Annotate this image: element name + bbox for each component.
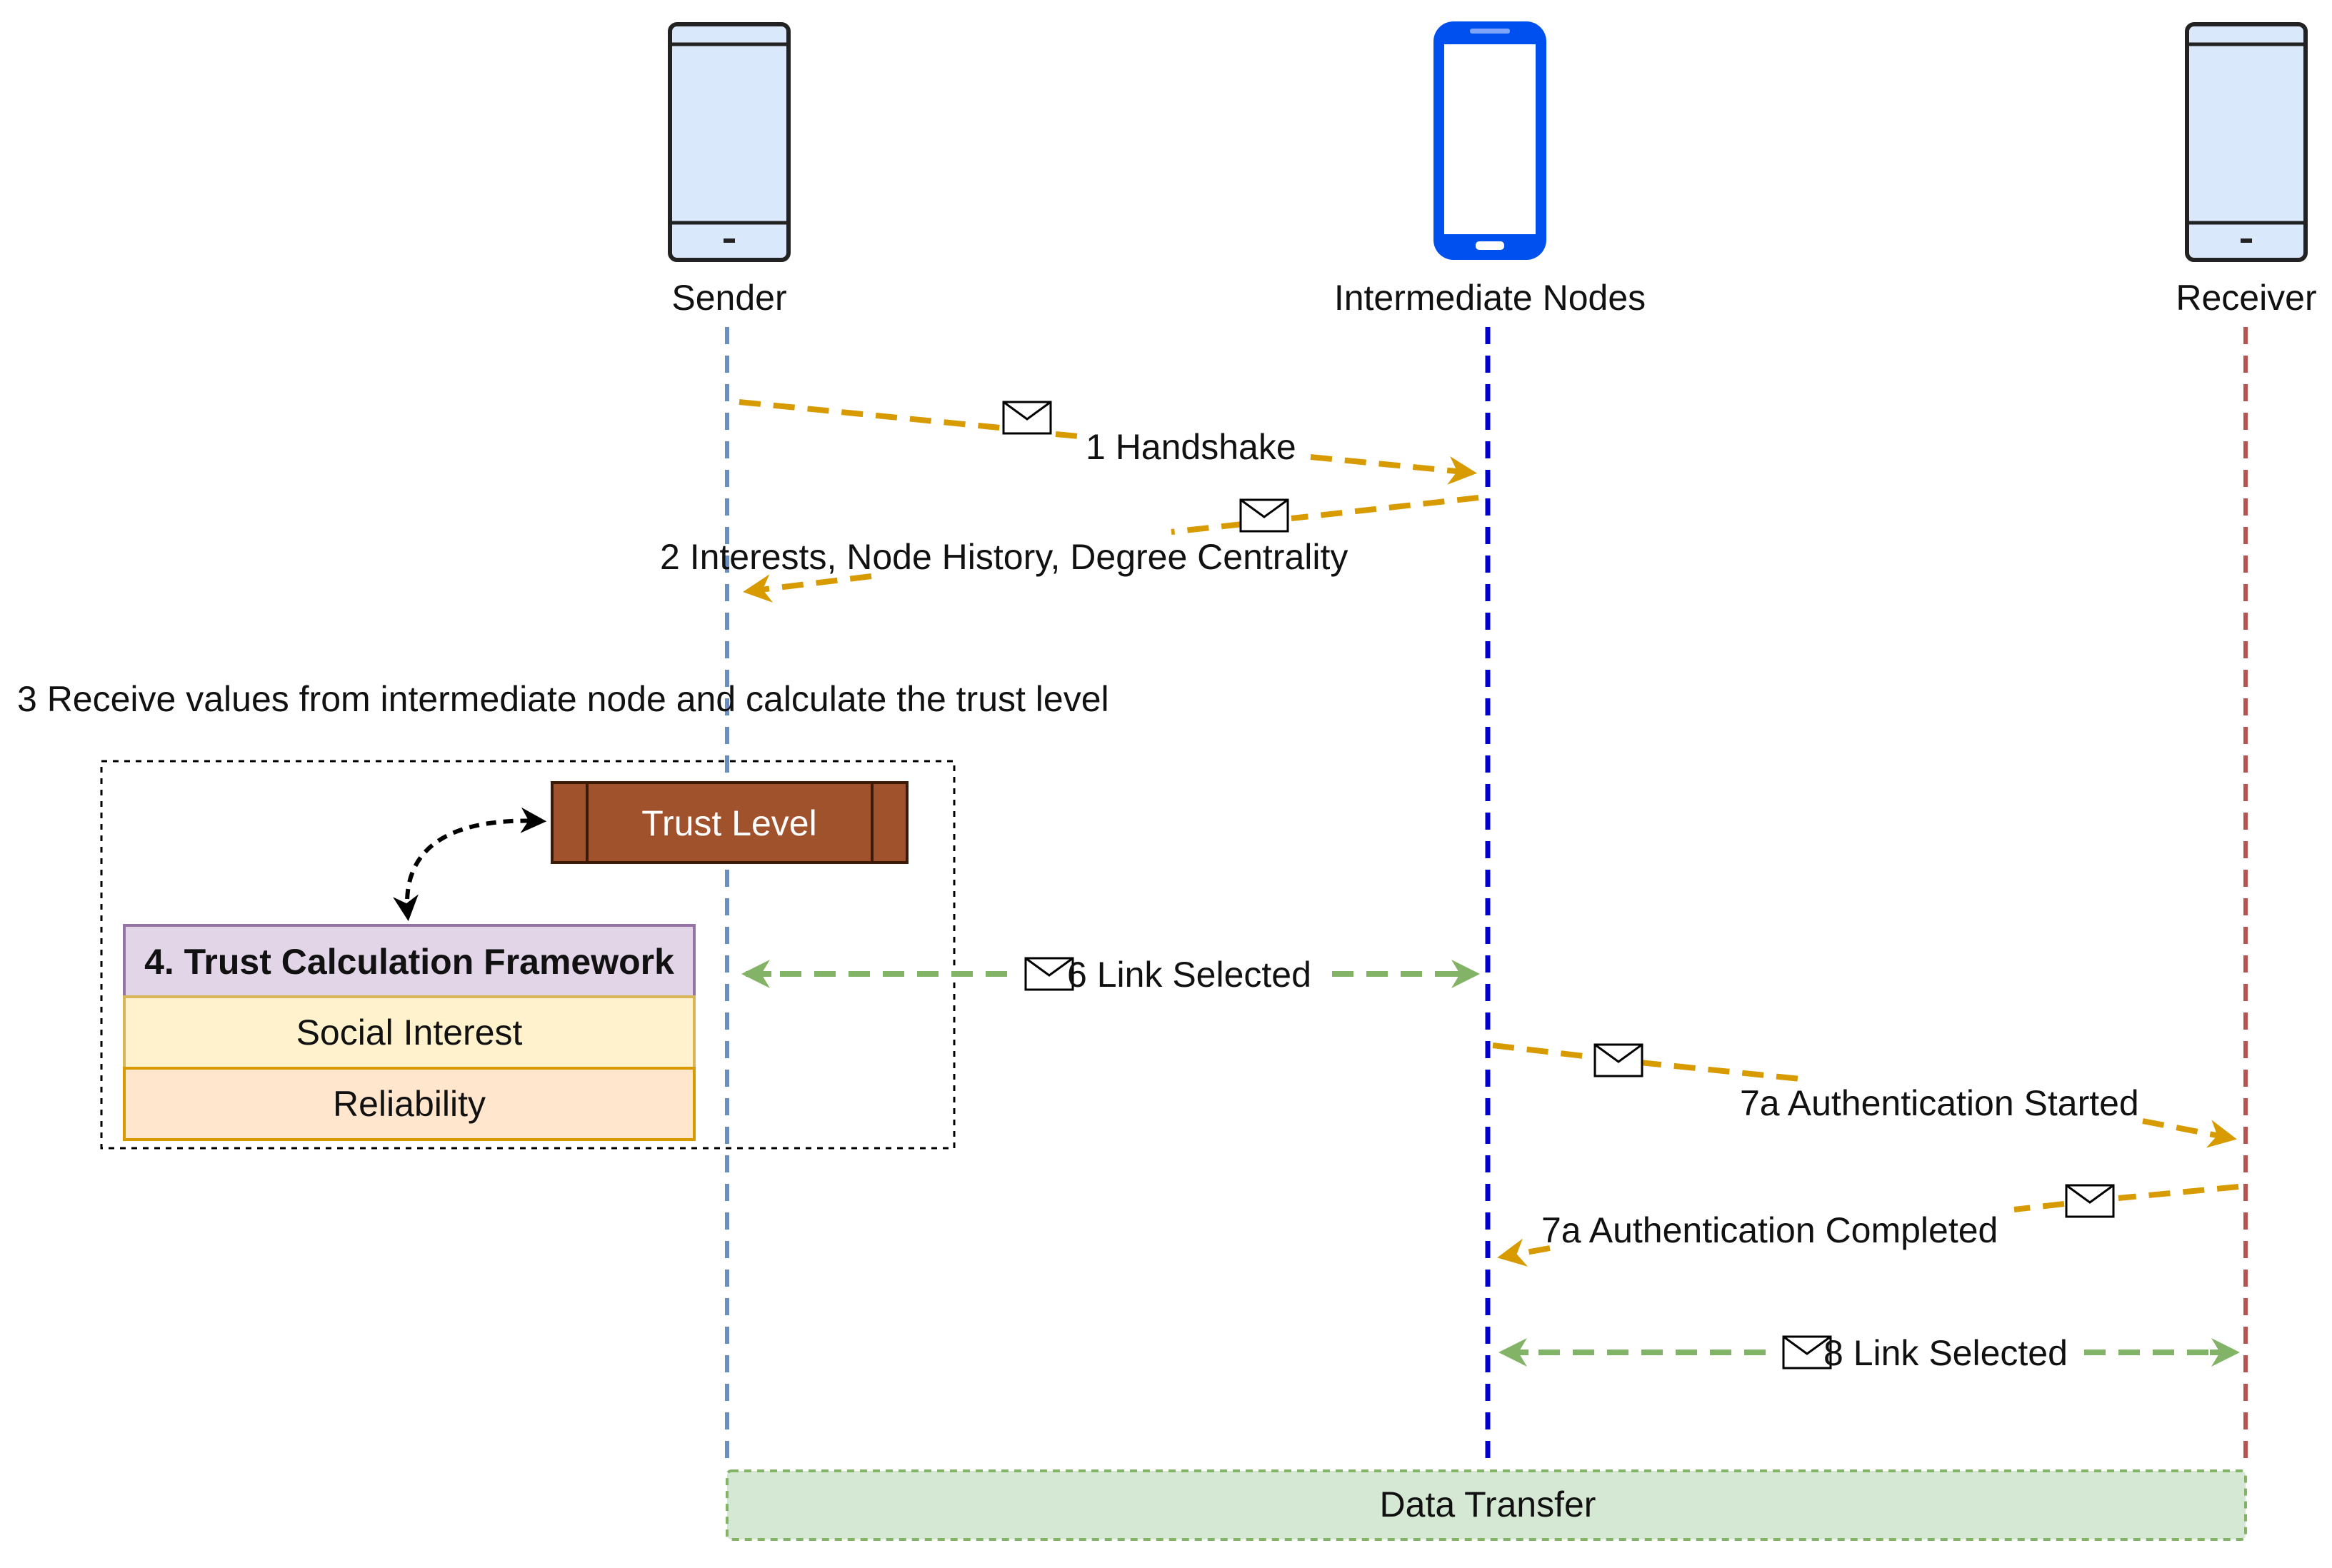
interests-label: 2 Interests, Node History, Degree Centra… [660, 537, 1348, 577]
interests-envelope-icon [1239, 498, 1289, 533]
receiver-label: Receiver [2176, 278, 2316, 318]
framework-row-reliability: Reliability [333, 1084, 486, 1124]
intermediate-phone-icon [1433, 21, 1546, 260]
sender-label: Sender [671, 278, 786, 318]
auth-started-label: 7a Authentication Started [1740, 1083, 2139, 1123]
auth-started-arrow [1492, 1042, 2231, 1138]
framework-trust-link [393, 807, 547, 922]
trust-framework-table: 4. Trust Calculation Framework Social In… [123, 924, 696, 1141]
sender-phone-icon [668, 22, 791, 262]
data-transfer-label: Data Transfer [1380, 1484, 1596, 1524]
step3-text: 3 Receive values from intermediate node … [17, 679, 1109, 719]
link-selected-6-label: 6 Link Selected [1067, 955, 1311, 995]
auth-started-envelope-icon [1593, 1043, 1643, 1077]
handshake-arrow [739, 399, 1471, 473]
data-transfer-bar: Data Transfer [726, 1469, 2247, 1541]
trust-process-container [100, 760, 956, 1150]
link-selected-8-label: 8 Link Selected [1823, 1333, 2068, 1373]
framework-row-social-interest: Social Interest [296, 1012, 523, 1052]
intermediate-label: Intermediate Nodes [1334, 278, 1646, 318]
receiver-phone-icon [2185, 22, 2308, 262]
trust-level-box: Trust Level [551, 781, 909, 864]
auth-completed-arrow [1503, 1184, 2239, 1257]
trust-level-label: Trust Level [641, 803, 816, 843]
auth-completed-label: 7a Authentication Completed [1541, 1210, 1998, 1250]
auth-completed-envelope-icon [2065, 1184, 2115, 1218]
handshake-label: 1 Handshake [1086, 427, 1296, 467]
link-selected-6-envelope-icon [1024, 957, 1074, 991]
handshake-envelope-icon [1002, 401, 1052, 435]
interests-arrow [749, 495, 1479, 591]
framework-title: 4. Trust Calculation Framework [144, 942, 674, 982]
